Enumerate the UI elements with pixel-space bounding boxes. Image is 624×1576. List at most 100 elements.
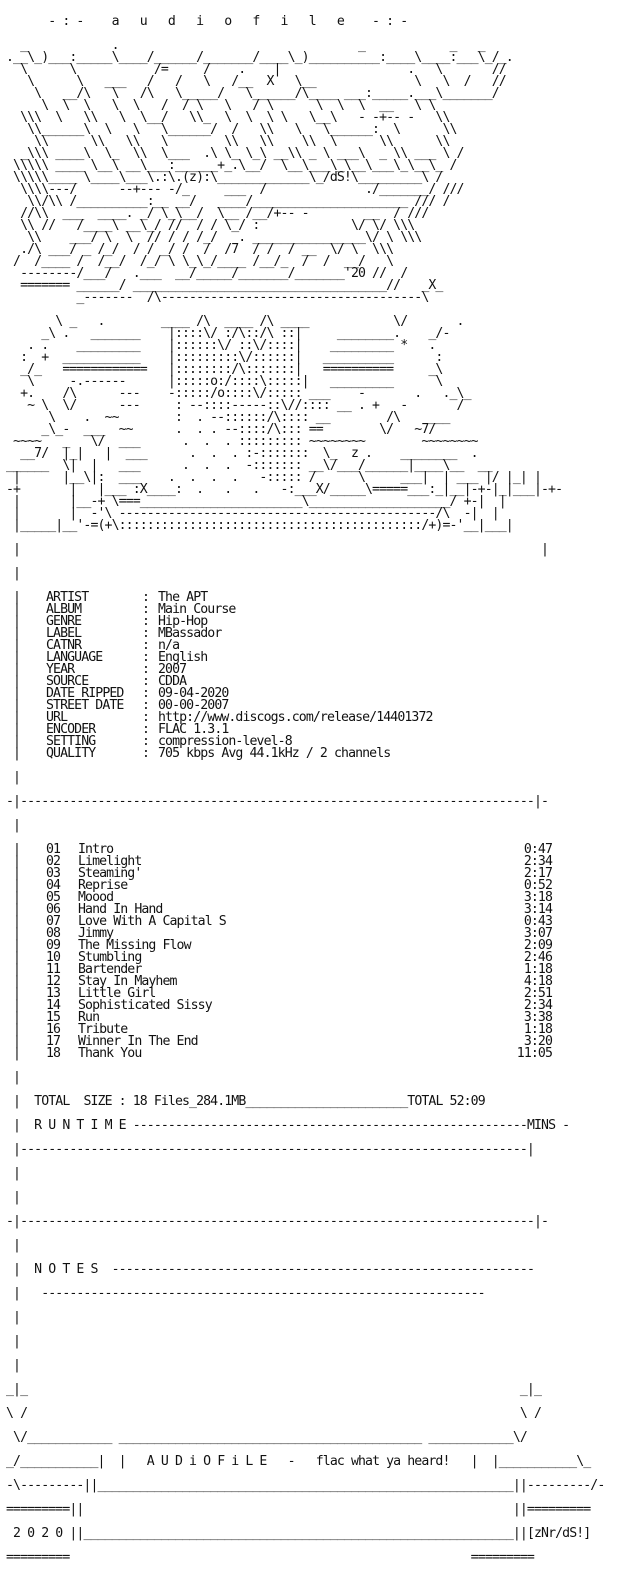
track-title: Moood — [78, 890, 114, 905]
graphic-art-line: . . _________ |::::::\/ ::\/::::| ______… — [6, 338, 436, 353]
info-value: http://www.discogs.com/release/14401372 — [158, 710, 433, 725]
graphic-art-line: -+ | |___ :X____: . . . -:___X/_____\===… — [6, 482, 563, 497]
info-divider: -|--------------------------------------… — [6, 794, 549, 809]
info-value: 705 kbps Avg 44.1kHz / 2 channels — [158, 746, 391, 761]
info-value: Hip-Hop — [158, 614, 208, 629]
track-time: 0:52 — [523, 878, 553, 893]
logo-art-line: \\ \\ \\ \ \\ \\ \\ \ \\ \\ — [6, 134, 450, 149]
info-row: |ALBUM:Main Course — [6, 602, 236, 617]
info-row: |SETTING:compression-level-8 — [6, 734, 293, 749]
logo-art-line: _ . _ _ _ — [6, 38, 486, 53]
logo-art-line: \ \ /= / . | . \ // — [6, 62, 507, 77]
info-row: |URL:http://www.discogs.com/release/1440… — [6, 710, 433, 725]
logo-art-line: \ __/\ \ /\ \_____/ \______/\____ ___:__… — [6, 86, 500, 101]
graphic-art-line: | |__-+ \===_______________________\____… — [6, 494, 507, 509]
track-time: 11:05 — [516, 1046, 553, 1061]
graphic-art-line: |_____|__'-=(+\:::::::::::::::::::::::::… — [6, 518, 514, 533]
info-key: ARTIST — [46, 590, 89, 605]
track-time: 3:07 — [523, 926, 553, 941]
track-number: 06 — [46, 902, 61, 917]
track-title: Stumbling — [78, 950, 142, 965]
track-time: 2:09 — [523, 938, 553, 953]
track-title: Little Girl — [78, 986, 156, 1001]
track-time: 4:18 — [523, 974, 553, 989]
total-size-row: | TOTAL SIZE : 18 Files_284.1MB_________… — [6, 1094, 486, 1109]
logo-art-line: \ \ ___ / / \ /__ X \__ \ \ / // — [6, 74, 507, 89]
track-number: 04 — [46, 878, 61, 893]
footer-credit: [zNr/dS!] — [526, 1526, 591, 1541]
info-box-top: | | — [6, 542, 549, 557]
track-time: 0:43 — [523, 914, 553, 929]
logo-art-line: \\\\---/ --+--- -/_ ___ / ./_______/ /// — [6, 182, 464, 197]
info-row: |ARTIST:The APT — [6, 590, 208, 605]
info-value: 00-00-2007 — [158, 698, 229, 713]
graphic-art-line: +. /\ --- -:::::/o::::\/::::: ___ - . ._… — [6, 386, 471, 401]
total-size-label: TOTAL SIZE : — [34, 1094, 126, 1109]
graphic-art-line: \ _ . ____ /\ ____ /\ ____ \/ . — [6, 314, 464, 329]
info-key: SETTING — [46, 734, 96, 749]
footer-year: 2 0 2 0 — [13, 1526, 63, 1541]
logo-art-line: \\ ___/ \ \ // / / /_/ . _______________… — [6, 230, 422, 245]
info-key: SOURCE — [46, 674, 89, 689]
info-key: CATNR — [46, 638, 82, 653]
track-time: 1:18 — [523, 1022, 553, 1037]
graphic-art-line: ______ \| | ___ . . . -::::::: __\/___/_… — [6, 458, 493, 473]
logo-art-line: \\\ \ \\ \ \__/ \\_ \ \ \ \ \__\ - -+-- … — [6, 110, 450, 125]
track-title: Tribute — [78, 1022, 128, 1037]
mins-label: MINS — [526, 1118, 556, 1133]
track-title: The Missing Flow — [78, 938, 192, 953]
runtime-label: R U N T I M E — [34, 1118, 126, 1133]
info-value: n/a — [158, 638, 180, 653]
track-title: Jimmy — [78, 926, 114, 941]
info-row: |YEAR:2007 — [6, 662, 187, 677]
track-time: 2:34 — [523, 854, 553, 869]
track-title: Bartender — [78, 962, 142, 977]
info-key: STREET DATE — [46, 698, 124, 713]
footer-tagline-row: _/___________| | A U D i O F i L E - fla… — [6, 1454, 591, 1469]
graphic-art-line: __7/ |_| | ___ . . . :-::::::: \_ z . __… — [6, 446, 478, 461]
info-value: FLAC 1.3.1 — [158, 722, 229, 737]
logo-art-line: _\\\ ____\ \_ \\ \___ .\ \_ \_\ __\\ _ \… — [6, 146, 464, 161]
track-number: 18 — [46, 1046, 61, 1061]
track-number: 11 — [46, 962, 61, 977]
notes-row: | N O T E S ----------------------------… — [6, 1262, 535, 1277]
logo-art-line: \\\\\____ \____\___\.:\.(z):\___________… — [6, 170, 443, 185]
logo-art-line: ======= ______/ ________________________… — [6, 278, 443, 293]
info-value: Main Course — [158, 602, 236, 617]
info-value: 2007 — [158, 662, 187, 677]
graphic-art-line: : + ___________ |:::::::::\/::::::| ____… — [6, 350, 443, 365]
track-title: Limelight — [78, 854, 142, 869]
info-key: ALBUM — [46, 602, 82, 617]
track-number: 01 — [46, 842, 61, 857]
graphic-art-line: \ . ~~ : . --::::::/\:::: __ /\ ___ — [6, 410, 450, 425]
graphic-art-line: _\_- ___ ~~ . . . --::::/\::: == \/ ~7/ — [6, 422, 436, 437]
track-time: 3:18 — [523, 890, 553, 905]
header-title: - : - a u d i o f i l e - : - — [6, 14, 408, 29]
info-row: |STREET DATE:00-00-2007 — [6, 698, 229, 713]
track-title: Reprise — [78, 878, 128, 893]
track-time: 1:18 — [523, 962, 553, 977]
total-size-value: 18 Files_284.1MB — [132, 1094, 247, 1109]
track-number: 12 — [46, 974, 61, 989]
info-value: The APT — [158, 590, 208, 605]
info-key: QUALITY — [46, 746, 96, 761]
graphic-art-line: \ -.------ |:::::o:/::::\:::::| ________… — [6, 374, 443, 389]
header-graphic-art: \ _ . ____ /\ ____ /\ ____ \/ . _\ . ___… — [6, 314, 618, 533]
track-title: Sophisticated Sissy — [78, 998, 213, 1013]
graphic-art-line: | |__\|: ___ . . . . -::::: / \ ___| | _… — [6, 470, 542, 485]
info-key: URL — [46, 710, 68, 725]
track-number: 03 — [46, 866, 61, 881]
graphic-art-line: ~ \ \/ --- : --::::-----::\//:::: __ . +… — [6, 398, 464, 413]
header-logo-art: _ . _ _ _.__\_)___:_____\____/______/___… — [6, 38, 618, 304]
track-number: 07 — [46, 914, 61, 929]
